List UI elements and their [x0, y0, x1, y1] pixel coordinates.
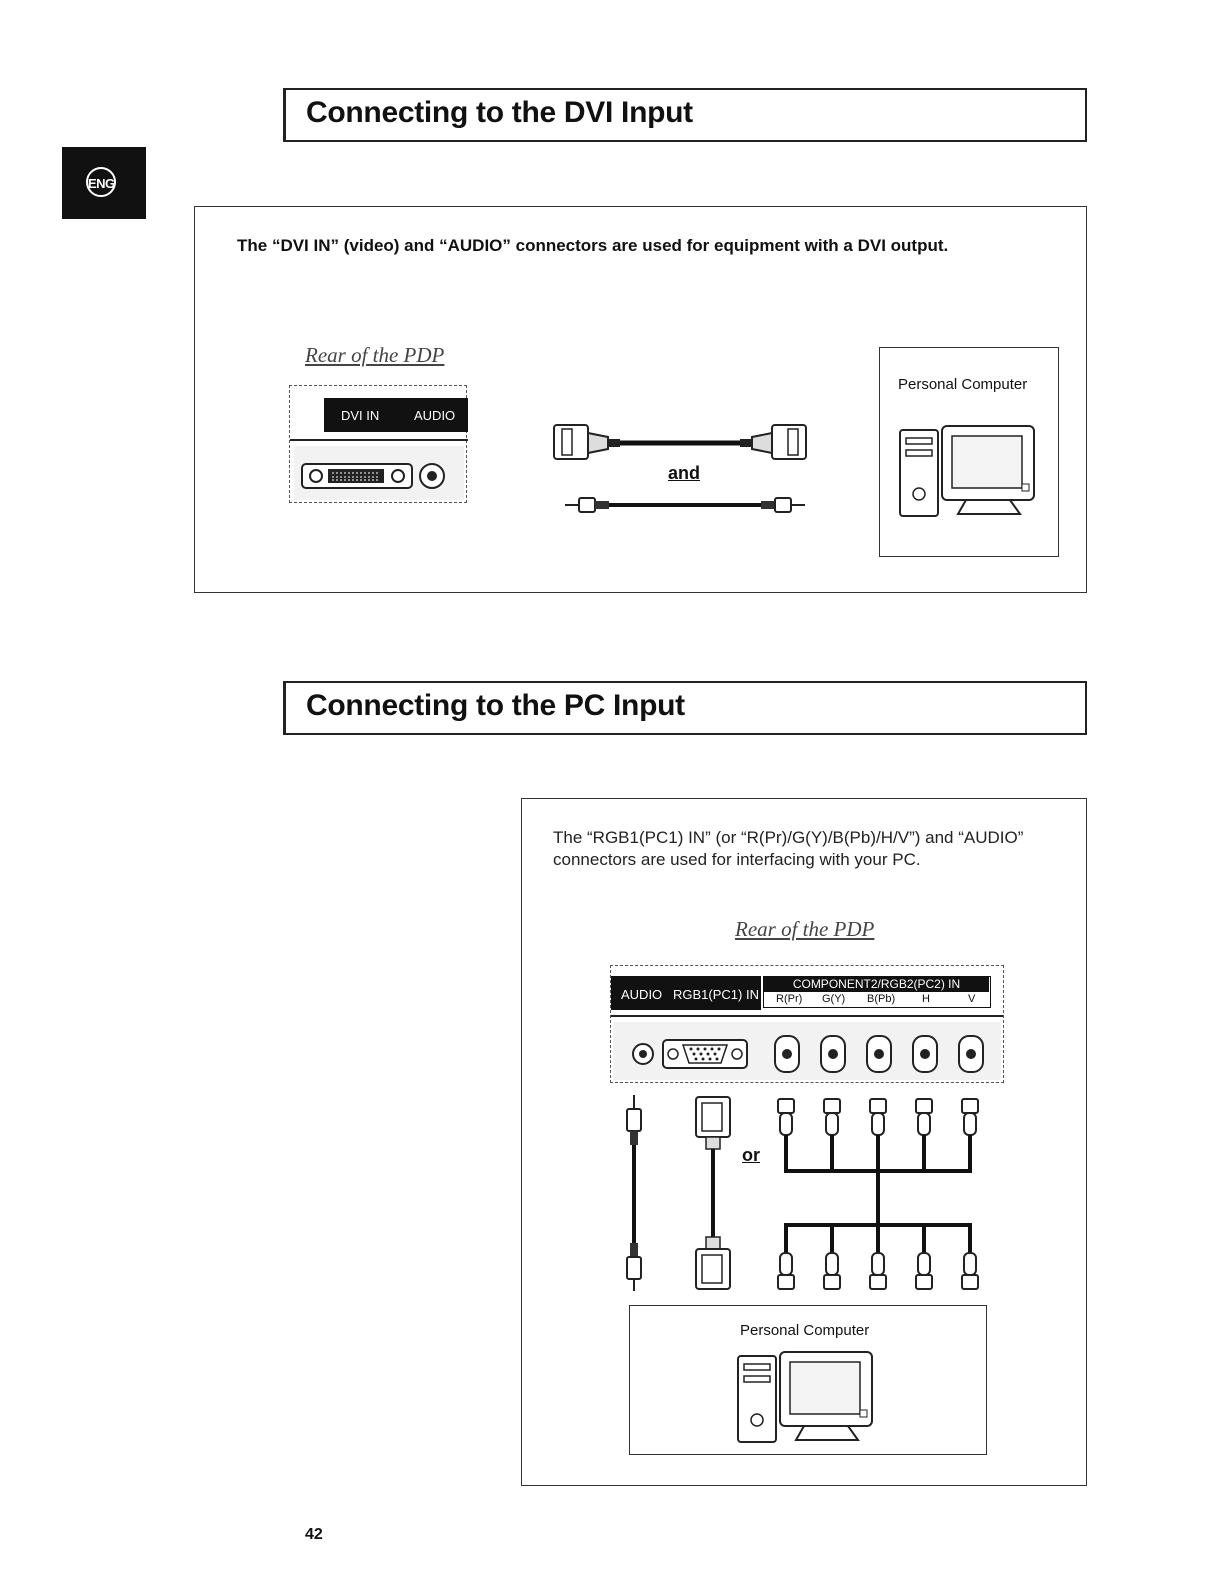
pc-description-line-2: connectors are used for interfacing with…	[553, 850, 921, 869]
jack-label-h: H	[922, 993, 930, 1005]
panel-label-rgb1: RGB1(PC1) IN	[673, 987, 759, 1002]
rear-panel-pc: AUDIO RGB1(PC1) IN COMPONENT2/RGB2(PC2) …	[610, 965, 1004, 1083]
section-title: Connecting to the DVI Input	[306, 96, 693, 129]
pc-label: Personal Computer	[740, 1322, 870, 1339]
panel-label-audio: AUDIO	[414, 408, 456, 423]
connector-word-and: and	[668, 463, 701, 483]
language-tab: ENG	[62, 147, 146, 219]
dvi-cable-icon	[553, 424, 807, 460]
jack-label-g: G(Y)	[822, 993, 846, 1005]
pc-connection-frame: The “RGB1(PC1) IN” (or “R(Pr)/G(Y)/B(Pb)…	[521, 798, 1087, 1486]
pc-panel-jacks	[611, 1015, 1003, 1080]
personal-computer-icon	[737, 1351, 873, 1443]
panel-label-audio: AUDIO	[621, 987, 663, 1002]
connector-word-or: or	[742, 1145, 760, 1165]
rear-of-pdp-label: Rear of the PDP	[735, 917, 875, 941]
section-title-box: Connecting to the PC Input	[283, 681, 1087, 735]
jack-label-v: V	[968, 993, 976, 1005]
pc-box: Personal Computer	[629, 1305, 987, 1455]
pc-description: The “RGB1(PC1) IN” (or “R(Pr)/G(Y)/B(Pb)…	[553, 827, 1073, 871]
component-header: COMPONENT2/RGB2(PC2) IN	[764, 977, 989, 992]
jack-label-b: B(Pb)	[867, 993, 896, 1005]
panel-label-dvi-in: DVI IN	[341, 408, 380, 423]
rear-of-pdp-label: Rear of the PDP	[305, 343, 445, 367]
component-label-block: COMPONENT2/RGB2(PC2) IN R(Pr) G(Y) B(Pb)…	[763, 976, 991, 1008]
audio-cable-icon	[565, 497, 805, 513]
audio-cable-icon	[626, 1095, 642, 1291]
section-title: Connecting to the PC Input	[306, 689, 685, 722]
rear-panel-dvi: DVI IN AUDIO	[289, 385, 468, 503]
bnc-cable-icon	[777, 1098, 979, 1290]
jack-label-r: R(Pr)	[776, 993, 803, 1005]
section-title-box: Connecting to the DVI Input	[283, 88, 1087, 142]
vga-cable-icon	[695, 1096, 731, 1290]
dvi-audio-jacks	[290, 439, 468, 500]
panel-label-strip: AUDIO RGB1(PC1) IN	[611, 976, 761, 1010]
dvi-connection-frame: The “DVI IN” (video) and “AUDIO” connect…	[194, 206, 1087, 593]
pc-label: Personal Computer	[898, 376, 1028, 393]
pc-description-line-1: The “RGB1(PC1) IN” (or “R(Pr)/G(Y)/B(Pb)…	[553, 828, 1024, 847]
component-jack-labels: R(Pr) G(Y) B(Pb) H V	[764, 993, 989, 1007]
dvi-description: The “DVI IN” (video) and “AUDIO” connect…	[237, 236, 949, 255]
page-number: 42	[305, 1526, 323, 1543]
personal-computer-icon	[899, 425, 1035, 517]
language-badge: ENG	[86, 167, 116, 197]
pc-box: Personal Computer	[879, 347, 1059, 557]
panel-label-strip: DVI IN AUDIO	[324, 398, 468, 432]
